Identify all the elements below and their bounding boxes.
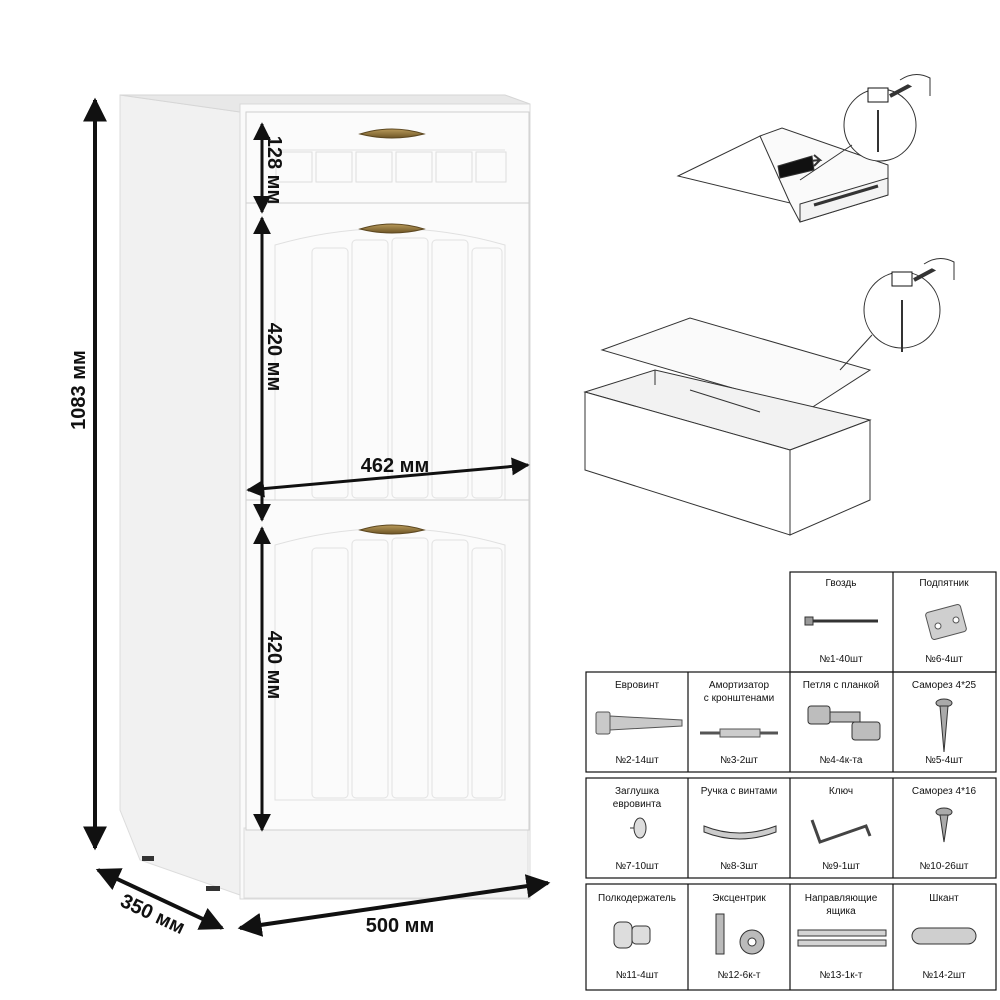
part-cell: Направляющие ящика №13-1к-т	[797, 893, 887, 981]
handle-icon	[358, 128, 426, 139]
part-name-line2: с кронштенами	[704, 693, 774, 704]
long-screw-icon	[935, 698, 953, 753]
height-label: 1083 мм	[68, 350, 90, 430]
part-cell: Заглушка евровинта №7-10шт	[613, 786, 662, 872]
part-cell: Ручка с винтами №8-3шт	[701, 786, 778, 872]
cabinet	[119, 94, 531, 900]
part-cell: Амортизатор с кронштенами №3-2шт	[700, 680, 778, 766]
part-name-line2: евровинта	[613, 799, 662, 810]
handle-icon	[358, 223, 426, 234]
part-name: Амортизатор	[709, 680, 770, 691]
part-name: Полкодержатель	[598, 893, 676, 904]
handle-icon	[358, 524, 426, 535]
part-qty: №10-26шт	[920, 861, 969, 872]
drawer-height-label: 128 мм	[263, 136, 285, 205]
part-name: Евровинт	[615, 680, 660, 691]
drawer-box-step	[583, 258, 955, 536]
hex-key-icon	[810, 819, 872, 844]
part-qty: №13-1к-т	[819, 970, 862, 981]
part-cell: Ключ №9-1шт	[810, 786, 872, 872]
door-top-height-label: 420 мм	[263, 323, 285, 392]
part-cell: Саморез 4*25 №5-4шт	[912, 680, 977, 766]
part-name: Петля с планкой	[803, 680, 880, 691]
part-name: Заглушка	[615, 786, 659, 797]
foot	[206, 886, 220, 891]
shelf-pin-icon	[613, 921, 651, 949]
parts-table: Гвоздь №1-40шт Подпятник №6-4шт Евровинт…	[585, 571, 997, 991]
euroscrew-icon	[595, 711, 683, 735]
hammer-icon	[867, 74, 931, 103]
cam-lock-icon	[715, 913, 765, 955]
drawer-rail-icon	[797, 929, 887, 947]
part-cell: Эксцентрик №12-6к-т	[712, 893, 766, 981]
hinge-icon	[807, 705, 881, 741]
part-name: Гвоздь	[826, 578, 857, 589]
part-qty: №12-6к-т	[717, 970, 760, 981]
part-cell: Подпятник №6-4шт	[919, 578, 969, 665]
part-name: Эксцентрик	[712, 893, 766, 904]
part-qty: №3-2шт	[720, 755, 758, 766]
width-label: 500 мм	[366, 915, 435, 937]
cap-icon	[630, 817, 647, 839]
cabinet-side-panel	[119, 94, 241, 896]
part-qty: №7-10шт	[615, 861, 659, 872]
dimension-lines	[83, 97, 551, 937]
glide-icon	[925, 603, 967, 641]
part-cell: Петля с планкой №4-4к-та	[803, 680, 881, 766]
door-bottom	[245, 499, 530, 831]
dowel-icon	[911, 927, 977, 945]
part-qty: №2-14шт	[615, 755, 659, 766]
drawer-front	[245, 111, 530, 217]
foot	[142, 856, 154, 861]
part-name: Ручка с винтами	[701, 786, 778, 797]
part-name-line2: ящика	[826, 906, 856, 917]
cabinet-plinth	[243, 827, 529, 899]
handle-icon	[703, 825, 777, 840]
part-name: Шкант	[929, 893, 959, 904]
part-qty: №1-40шт	[819, 654, 863, 665]
part-name: Саморез 4*16	[912, 786, 977, 797]
part-qty: №14-2шт	[922, 970, 966, 981]
part-name: Саморез 4*25	[912, 680, 977, 691]
drawer-bottom-step	[676, 74, 931, 223]
part-qty: №4-4к-та	[820, 755, 863, 766]
part-name: Направляющие	[805, 893, 878, 904]
part-cell: Саморез 4*16 №10-26шт	[912, 786, 977, 872]
hammer-icon	[891, 258, 955, 287]
part-name: Ключ	[829, 786, 853, 797]
part-cell: Полкодержатель №11-4шт	[598, 893, 676, 981]
part-qty: №6-4шт	[925, 654, 963, 665]
part-qty: №11-4шт	[616, 970, 659, 981]
door-bottom-height-label: 420 мм	[263, 631, 285, 700]
part-name: Подпятник	[919, 578, 969, 589]
short-screw-icon	[935, 807, 953, 843]
gas-strut-icon	[700, 728, 778, 738]
part-qty: №5-4шт	[925, 755, 963, 766]
part-qty: №9-1шт	[822, 861, 860, 872]
nail-icon	[804, 616, 878, 626]
inner-width-label: 462 мм	[361, 455, 430, 477]
part-qty: №8-3шт	[720, 861, 758, 872]
part-cell: Шкант №14-2шт	[911, 893, 977, 981]
part-cell: Гвоздь №1-40шт	[804, 578, 878, 665]
part-cell: Евровинт №2-14шт	[595, 680, 683, 766]
